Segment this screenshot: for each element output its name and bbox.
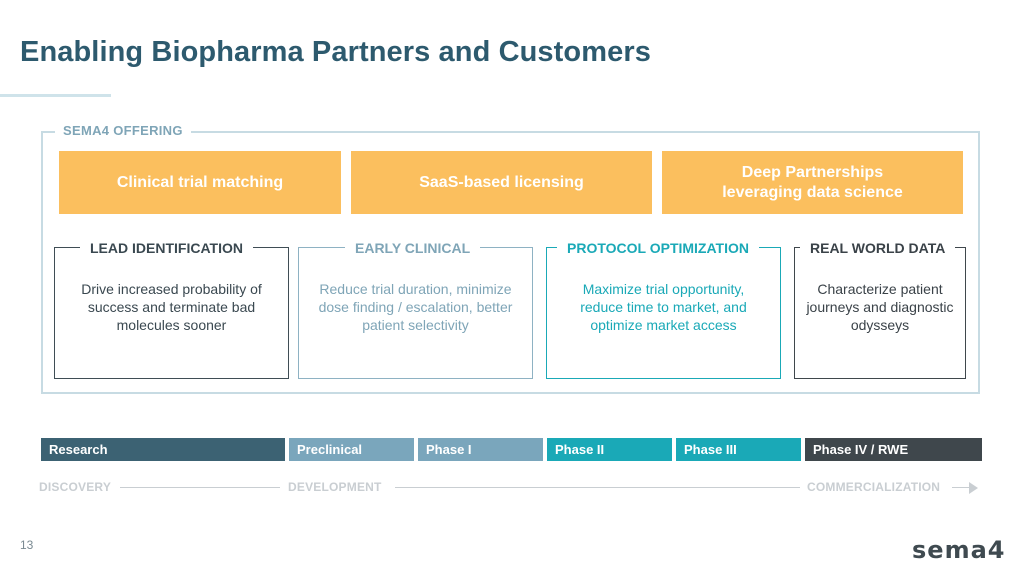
- timeline-line: [120, 487, 280, 488]
- phase-2: Phase II: [547, 438, 672, 461]
- phase-preclinical: Preclinical: [289, 438, 414, 461]
- offering-label: SEMA4 OFFERING: [55, 123, 191, 138]
- tile-label: Clinical trial matching: [116, 173, 284, 191]
- card-body: Reduce trial duration, minimize dose fin…: [318, 281, 513, 333]
- arrow-right-icon: [969, 482, 978, 494]
- card-body: Characterize patient journeys and diagno…: [806, 281, 954, 333]
- card-heading: LEAD IDENTIFICATION: [80, 238, 253, 258]
- offering-frame: [41, 131, 980, 394]
- timeline-line: [395, 487, 800, 488]
- title-underline: [0, 94, 111, 97]
- tile-clinical-trial-matching: Clinical trial matching: [59, 151, 341, 214]
- page-title: Enabling Biopharma Partners and Customer…: [20, 36, 651, 68]
- phase-research: Research: [41, 438, 285, 461]
- tile-label: SaaS-based licensing: [419, 173, 584, 191]
- timeline-line: [952, 487, 970, 488]
- page-number: 13: [20, 538, 34, 552]
- tile-label: Deep Partnerships leveraging data scienc…: [722, 163, 903, 201]
- card-heading: EARLY CLINICAL: [345, 238, 481, 258]
- card-body: Drive increased probability of success a…: [81, 281, 262, 333]
- phase-3: Phase III: [676, 438, 801, 461]
- card-body: Maximize trial opportunity, reduce time …: [580, 281, 747, 333]
- phase-1: Phase I: [418, 438, 543, 461]
- card-heading: REAL WORLD DATA: [800, 238, 956, 258]
- tile-deep-partnerships: Deep Partnerships leveraging data scienc…: [662, 151, 963, 214]
- sema4-logo: sema4: [912, 536, 1006, 564]
- stage-development: DEVELOPMENT: [284, 480, 386, 494]
- stage-discovery: DISCOVERY: [35, 480, 116, 494]
- stage-commercialization: COMMERCIALIZATION: [803, 480, 945, 494]
- phase-4-rwe: Phase IV / RWE: [805, 438, 982, 461]
- tile-saas-licensing: SaaS-based licensing: [351, 151, 652, 214]
- card-heading: PROTOCOL OPTIMIZATION: [557, 238, 759, 258]
